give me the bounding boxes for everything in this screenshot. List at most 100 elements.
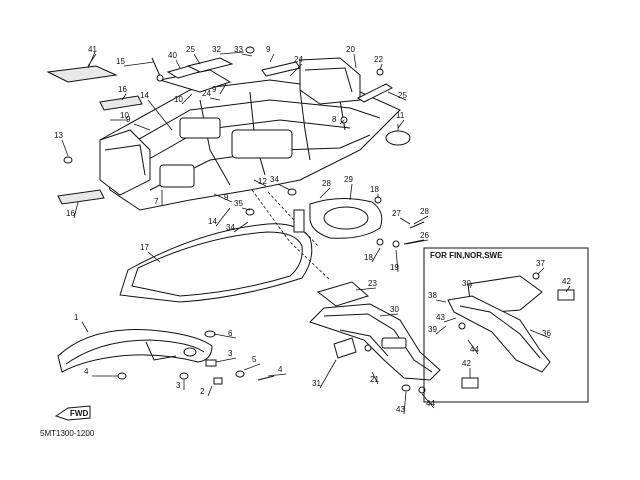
callout-21: 21 — [370, 375, 379, 384]
callout-18: 18 — [370, 185, 379, 194]
callout-leader-16 — [121, 93, 127, 101]
callout-34: 34 — [270, 175, 279, 184]
part-25-strip — [357, 83, 393, 103]
callout-leader-19 — [395, 249, 399, 273]
callout-leader-25 — [193, 53, 201, 65]
callout-leader-30 — [469, 283, 473, 289]
callout-3: 3 — [228, 349, 233, 358]
part-42-reflector-bottom — [461, 377, 479, 389]
callout-leader-5 — [243, 363, 261, 371]
callout-22: 22 — [374, 55, 383, 64]
callout-40: 40 — [168, 51, 177, 60]
callout-36: 36 — [542, 329, 551, 338]
callout-leader-34 — [233, 221, 249, 233]
callout-33: 33 — [234, 45, 243, 54]
inset-rear-flap — [447, 272, 575, 373]
callout-leader-6 — [213, 333, 237, 339]
callout-leader-28 — [319, 187, 331, 199]
callout-leader-22 — [379, 63, 383, 71]
part-41-sticker — [46, 65, 118, 83]
callout-leader-11 — [397, 119, 405, 129]
callout-leader-31 — [319, 359, 337, 389]
callout-42: 42 — [462, 359, 471, 368]
callout-leader-38 — [435, 299, 447, 303]
callout-leader-4 — [267, 373, 287, 377]
callout-leader-35 — [241, 207, 251, 211]
callout-5: 5 — [252, 355, 257, 364]
callout-13: 13 — [54, 131, 63, 140]
callout-11: 11 — [396, 111, 405, 120]
callout-leader-26 — [405, 239, 429, 245]
callout-8: 8 — [332, 115, 337, 124]
callout-32: 32 — [212, 45, 221, 54]
callout-leader-20 — [353, 53, 357, 69]
callout-leader-17 — [147, 251, 161, 263]
callout-leader-2 — [207, 385, 213, 397]
callout-leader-36 — [529, 329, 551, 339]
callout-44: 44 — [470, 345, 479, 354]
callout-28: 28 — [322, 179, 331, 188]
callout-leader-8 — [339, 119, 345, 125]
callout-28: 28 — [420, 207, 429, 216]
callout-leader-43 — [443, 317, 457, 323]
callout-17: 17 — [140, 243, 149, 252]
callout-42: 42 — [562, 277, 571, 286]
callout-leader-44 — [467, 339, 479, 355]
callout-16: 16 — [118, 85, 127, 94]
callout-leader-9 — [269, 53, 275, 63]
part-9-strip — [261, 61, 301, 77]
callout-leader-28 — [413, 215, 429, 225]
part-15-bolt — [151, 57, 161, 77]
callout-3: 3 — [176, 381, 181, 390]
fwd-arrow: FWD — [54, 405, 91, 421]
callout-leader-44 — [421, 393, 435, 409]
callout-leader-9 — [133, 123, 151, 131]
callout-20: 20 — [346, 45, 355, 54]
callout-leader-1 — [81, 321, 89, 333]
callout-leader-15 — [123, 61, 155, 67]
callout-2: 2 — [200, 387, 205, 396]
part-1-front-fender — [57, 329, 213, 373]
part-27-lamp-housing — [293, 198, 383, 239]
callout-leader-25 — [387, 91, 407, 101]
callout-1: 1 — [74, 313, 79, 322]
callout-14: 14 — [140, 91, 149, 100]
callout-leader-27 — [399, 217, 411, 225]
callout-14: 14 — [208, 217, 217, 226]
rear-frame-assembly — [99, 57, 401, 211]
fwd-label: FWD — [70, 409, 88, 418]
callout-leader-9 — [213, 193, 233, 203]
part-30-rear-flap — [309, 303, 441, 381]
part-11-reflector — [385, 130, 411, 146]
callout-leader-30 — [379, 313, 399, 317]
callout-leader-32 — [219, 51, 245, 55]
callout-25: 25 — [398, 91, 407, 100]
callout-30: 30 — [390, 305, 399, 314]
callout-10: 10 — [120, 111, 129, 120]
callout-43: 43 — [436, 313, 445, 322]
callout-leader-43 — [403, 391, 407, 415]
region-inset-box — [423, 247, 589, 403]
callout-leader-29 — [349, 183, 353, 201]
callout-41: 41 — [88, 45, 97, 54]
callout-37: 37 — [536, 259, 545, 268]
callout-leader-13 — [61, 139, 69, 157]
callout-leader-16 — [73, 201, 79, 219]
callout-7: 7 — [154, 197, 159, 206]
callout-leader-42 — [565, 285, 571, 293]
callout-leader-14 — [147, 99, 173, 131]
callout-leader-14 — [215, 207, 231, 227]
callout-34: 34 — [226, 223, 235, 232]
callout-leader-33 — [241, 53, 253, 57]
callout-10: 10 — [174, 95, 183, 104]
callout-leader-9 — [219, 83, 227, 95]
callout-leader-40 — [175, 59, 181, 69]
callout-leader-10 — [181, 93, 193, 105]
callout-9: 9 — [266, 45, 271, 54]
callout-25: 25 — [186, 45, 195, 54]
callout-leader-18 — [371, 247, 381, 263]
callout-16: 16 — [66, 209, 75, 218]
callout-leader-21 — [371, 371, 379, 385]
callout-leader-12 — [253, 179, 267, 187]
